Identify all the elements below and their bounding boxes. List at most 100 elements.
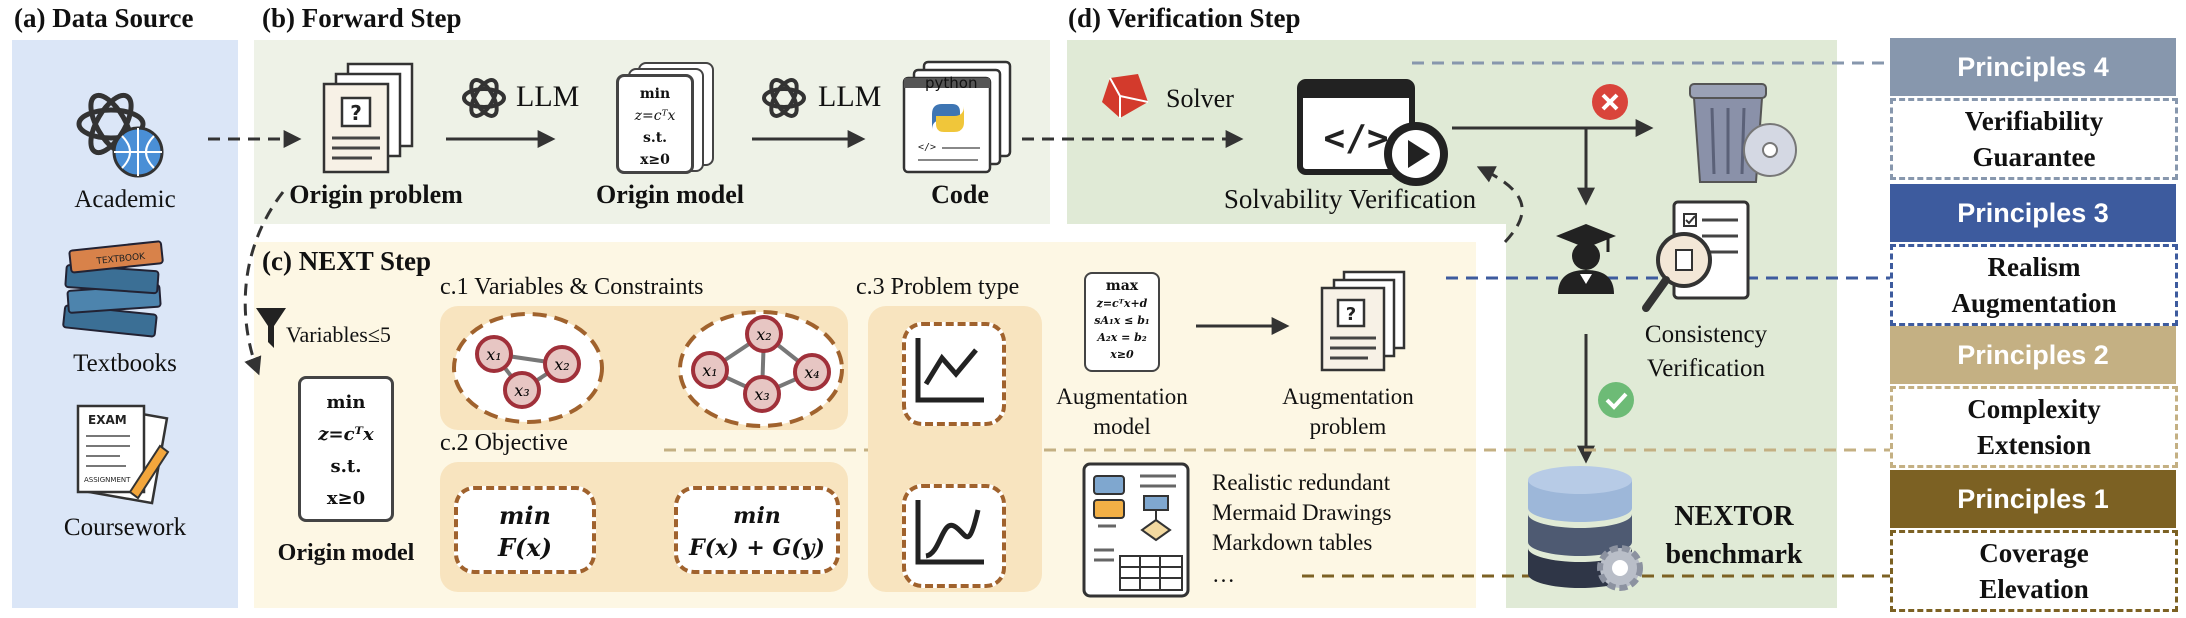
svg-text:</>: </> — [918, 142, 936, 153]
svg-text:x₃: x₃ — [754, 385, 769, 404]
principle-3-header: Principles 3 — [1890, 184, 2176, 242]
llm-label-1: LLM — [516, 80, 580, 113]
svg-text:?: ? — [350, 101, 362, 125]
origin-model-card-stack: min z=cᵀx s.t. x≥0 — [616, 62, 716, 176]
section-title-verification: (d) Verification Step — [1068, 3, 1301, 33]
principle-3-text: Realism Augmentation — [1951, 252, 2117, 318]
code-window-icon: </> — [1297, 79, 1448, 186]
reject-icon — [1592, 84, 1628, 120]
principle-2-header: Principles 2 — [1890, 326, 2176, 384]
llm-logo-icon-2 — [762, 78, 806, 118]
augmentation-model-card: max z=cᵀx+d sA₁x ≤ b₁ A₂x = b₂ x≥0 — [1084, 272, 1160, 372]
textbooks-icon: TEXTBOOK — [62, 240, 164, 338]
python-code-icon: </> — [902, 60, 1012, 174]
obj-before-f: F(x) — [497, 533, 553, 562]
llm-label-2: LLM — [818, 80, 882, 113]
augmentation-problem-icon: ? — [1320, 270, 1406, 372]
augmentation-problem-label: Augmentation problem — [1282, 384, 1414, 439]
consistency-verification-label: Consistency Verification — [1644, 321, 1768, 382]
solver-label: Solver — [1166, 84, 1234, 113]
origin-problem-label: Origin problem — [289, 180, 463, 209]
aug-obj: z=cᵀx+d — [1096, 297, 1148, 310]
next-model-con: x≥0 — [326, 488, 366, 509]
realism-document-icon — [1082, 462, 1190, 598]
section-title-next: (c) NEXT Step — [262, 246, 432, 276]
solver-icon — [1102, 74, 1149, 118]
objective-after-box: min F(x) + G(y) — [674, 486, 840, 574]
svg-text:</>: </> — [1323, 118, 1388, 159]
principle-4-box: Verifiability Guarantee — [1890, 98, 2178, 180]
filter-icon — [256, 308, 286, 348]
forward-model-min: min — [639, 86, 671, 102]
principle-2-box: Complexity Extension — [1890, 386, 2178, 468]
principle-1-text: Coverage Elevation — [1979, 538, 2089, 604]
aug-c2: A₂x = b₂ — [1097, 331, 1147, 344]
principle-2-text: Complexity Extension — [1967, 394, 2101, 460]
coursework-icon: EXAM ASSIGNMENT — [76, 404, 170, 505]
origin-problem-icon: ? — [322, 62, 414, 174]
database-icon — [1528, 466, 1643, 591]
variables-graph-before: x₁ x₂ x₃ — [452, 312, 604, 424]
assignment-text: ASSIGNMENT — [84, 476, 131, 484]
svg-text:?: ? — [1346, 304, 1356, 325]
next-origin-model-label: Origin model — [277, 540, 415, 566]
realism-item-3: … — [1212, 562, 1235, 587]
origin-model-card: min z=cᵀx s.t. x≥0 — [616, 74, 694, 174]
next-model-obj: z=cᵀx — [318, 424, 374, 445]
openai-logo-icon — [76, 92, 164, 178]
next-origin-model-card: min z=cᵀx s.t. x≥0 — [298, 376, 394, 522]
next-model-min: min — [326, 392, 366, 413]
principle-4-text: Verifiability Guarantee — [1964, 106, 2104, 172]
arrow-next-to-solvability — [1476, 166, 1524, 244]
nextor-benchmark-label: NEXTOR benchmark — [1665, 501, 1803, 570]
llm-logo-icon-1 — [462, 78, 506, 118]
c3-label: c.3 Problem type — [856, 274, 1020, 300]
accept-icon — [1598, 382, 1634, 418]
section-title-forward: (b) Forward Step — [262, 3, 462, 33]
augmentation-model-label: Augmentation model — [1056, 384, 1188, 439]
svg-text:x₂: x₂ — [554, 355, 569, 374]
exam-text: EXAM — [88, 413, 127, 427]
realism-item-2: Markdown tables — [1212, 530, 1373, 555]
svg-text:x₁: x₁ — [702, 361, 717, 380]
forward-model-st: s.t. — [642, 130, 668, 146]
next-model-st: s.t. — [330, 456, 362, 477]
solvability-verification-label: Solvability Verification — [1223, 184, 1477, 214]
obj-after-f: F(x) + G(y) — [689, 535, 825, 561]
trash-icon — [1689, 83, 1797, 183]
principle-4-header: Principles 4 — [1890, 38, 2176, 96]
principle-3-box: Realism Augmentation — [1890, 244, 2178, 326]
objective-before-box: min F(x) — [454, 486, 596, 574]
obj-before-min: min — [499, 501, 551, 530]
variables-filter-label: Variables≤5 — [286, 322, 391, 347]
realism-item-0: Realistic redundant — [1212, 470, 1391, 495]
magnifier-document-icon — [1642, 200, 1750, 312]
source-academic-label: Academic — [74, 186, 176, 213]
reviewer-icon — [1556, 224, 1616, 294]
aug-c3: x≥0 — [1110, 348, 1134, 361]
origin-model-label-forward: Origin model — [595, 180, 745, 209]
code-label: Code — [931, 180, 989, 209]
variables-graph-after: x₁ x₂ x₃ x₄ — [678, 310, 844, 428]
obj-after-min: min — [733, 503, 781, 529]
principle-1-box: Coverage Elevation — [1890, 530, 2178, 612]
principle-1-header: Principles 1 — [1890, 470, 2176, 528]
realism-item-1: Mermaid Drawings — [1212, 500, 1392, 525]
forward-model-obj: z=cᵀx — [634, 108, 676, 124]
forward-model-con: x≥0 — [640, 152, 670, 168]
python-label: python — [925, 74, 978, 92]
svg-text:x₁: x₁ — [486, 345, 501, 364]
aug-c1: sA₁x ≤ b₁ — [1094, 314, 1150, 327]
nonlinear-chart-icon — [915, 500, 984, 565]
arrow-forward-to-next — [243, 191, 285, 376]
svg-text:x₂: x₂ — [756, 325, 771, 344]
aug-max: max — [1105, 278, 1139, 294]
section-title-data-source: (a) Data Source — [14, 3, 194, 33]
source-textbooks-label: Textbooks — [73, 350, 177, 377]
source-coursework-label: Coursework — [63, 514, 187, 541]
svg-text:x₃: x₃ — [514, 381, 529, 400]
linear-chart-icon — [915, 338, 984, 403]
c2-label: c.2 Objective — [440, 430, 568, 456]
svg-text:x₄: x₄ — [804, 363, 819, 382]
c1-label: c.1 Variables & Constraints — [440, 274, 704, 300]
